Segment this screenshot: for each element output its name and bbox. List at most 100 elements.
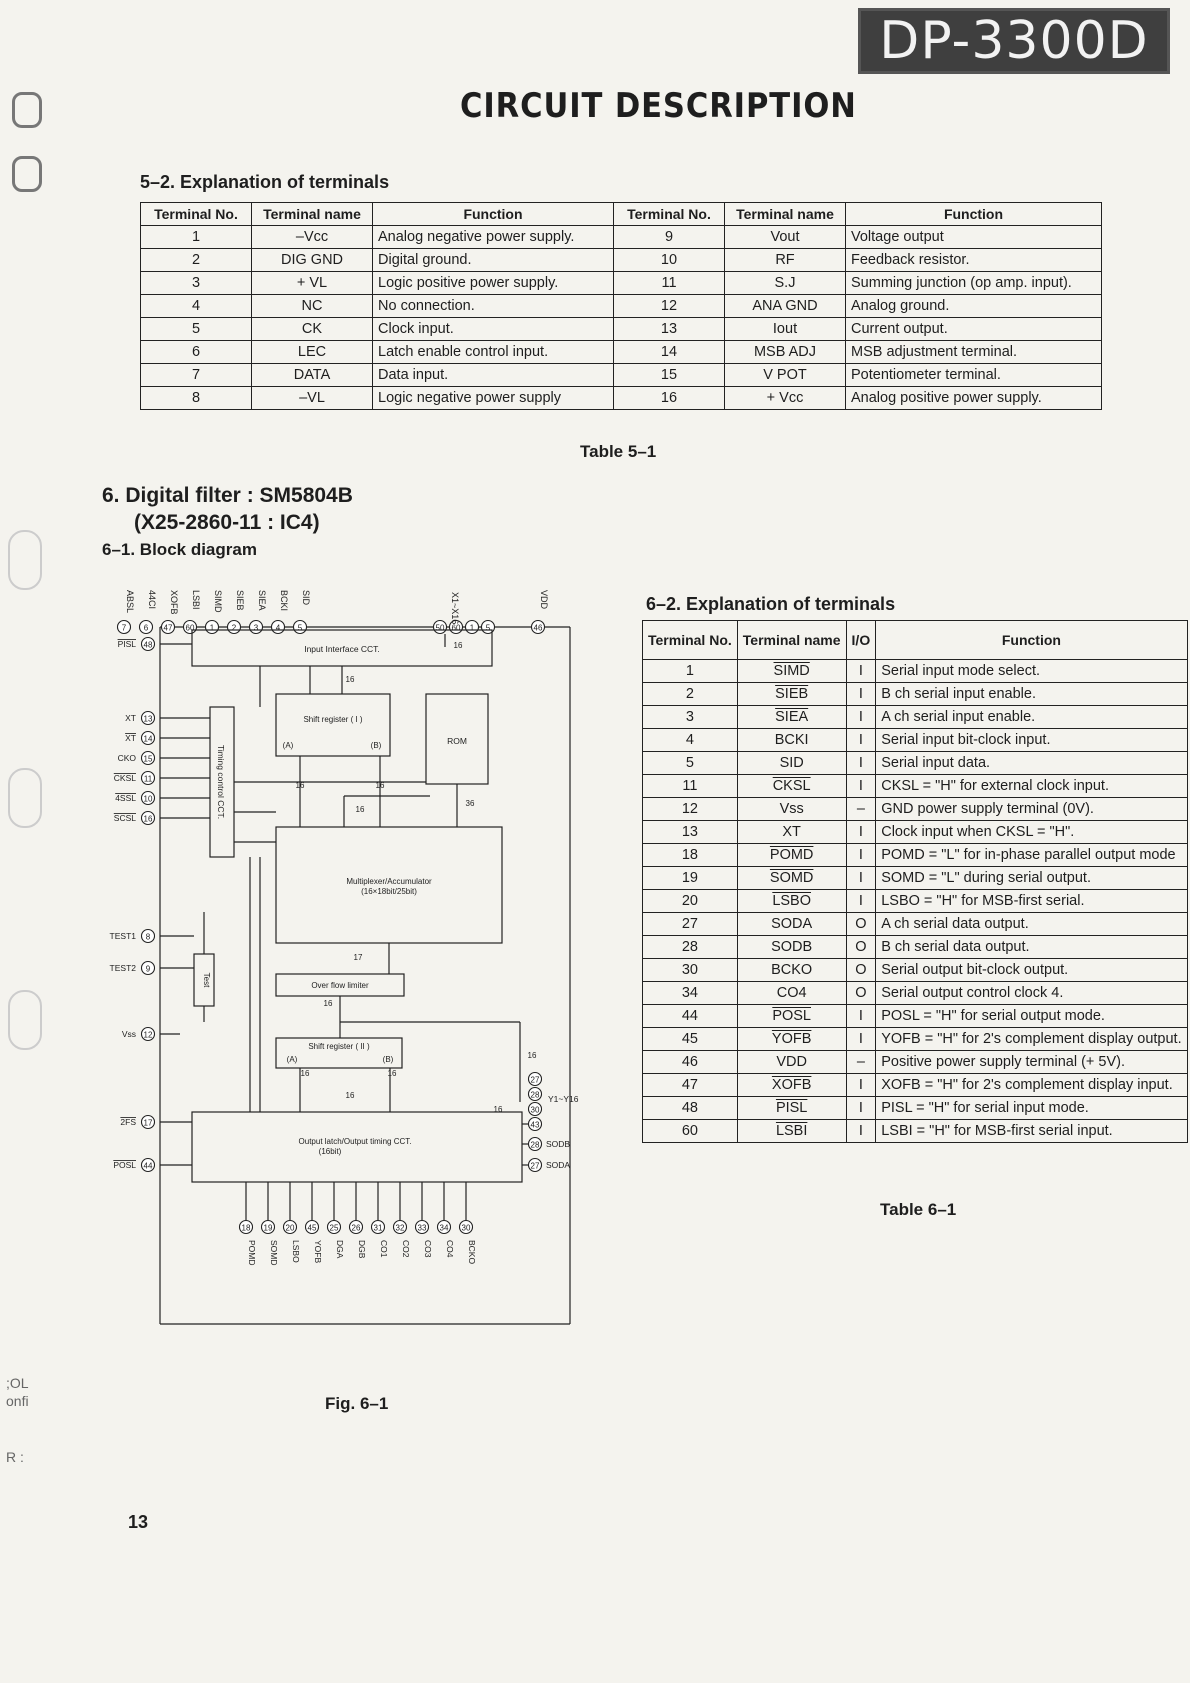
top-pin-label: ABSL [125, 590, 135, 613]
multiplexer-label: Multiplexer/Accumulator [346, 877, 432, 886]
table-cell: B ch serial input enable. [875, 682, 1188, 706]
top-pin-number: 7 [122, 624, 127, 633]
left-pin-number-circle [140, 636, 156, 652]
left-pin-number-circle [140, 810, 156, 826]
top-bus-pin: 5 [486, 624, 491, 633]
right-pin-number: 27 [531, 1162, 540, 1171]
section-6-1-heading: 6–1. Block diagram [102, 540, 257, 559]
bottom-pin-label: BCKO [467, 1240, 477, 1264]
table-cell: LSBO = "H" for MSB-first serial. [875, 889, 1188, 913]
table-cell: SOMD = "L" during serial output. [875, 866, 1188, 890]
table-cell: I [845, 682, 877, 706]
table-cell: –Vcc [251, 225, 373, 249]
table-cell: B ch serial data output. [875, 935, 1188, 959]
shift-register-2-block [275, 1037, 403, 1069]
test-label: Test [202, 973, 211, 988]
left-pin-number-circle [140, 1114, 156, 1130]
bottom-pin-number-circle [414, 1219, 430, 1235]
table-cell: MSB adjustment terminal. [845, 340, 1102, 364]
table-cell: PISL = "H" for serial input mode. [875, 1096, 1188, 1120]
multiplexer-sub-label: (16×18bit/25bit) [361, 887, 417, 896]
table-cell: MSB ADJ [724, 340, 846, 364]
table-cell: I [845, 1004, 877, 1028]
left-pin-number-circle [140, 928, 156, 944]
right-pin-number-circle [527, 1086, 543, 1102]
table-cell: 5 [642, 751, 738, 775]
output-latch-label: Output latch/Output timing CCT. [299, 1137, 412, 1146]
table-cell: Serial output control clock 4. [875, 981, 1188, 1005]
left-pin-number: 13 [144, 715, 153, 724]
left-pin-number: 12 [144, 1031, 153, 1040]
bottom-pin-label: CO1 [379, 1240, 389, 1258]
punch-hole-icon [8, 768, 42, 828]
table-cell: Iout [724, 317, 846, 341]
table-cell: 13 [613, 317, 725, 341]
section-5-2-heading: 5–2. Explanation of terminals [140, 172, 390, 192]
column-header: Terminal No. [642, 620, 738, 660]
table-cell: 9 [613, 225, 725, 249]
shift-register-1-block [275, 693, 391, 757]
table-cell: SIMD [736, 659, 847, 683]
left-pin-label: PISL [118, 639, 137, 649]
table-cell: 1 [642, 659, 738, 683]
bottom-pin-number: 32 [396, 1224, 405, 1233]
table-cell: I [845, 820, 877, 844]
bottom-pin-label: POMD [247, 1240, 257, 1266]
table-cell: O [845, 935, 877, 959]
top-pin-label: 44CI [147, 590, 157, 609]
top-pin-number: 2 [232, 624, 237, 633]
y-bus-label: Y1~Y16 [548, 1094, 579, 1104]
bottom-pin-number-circle [458, 1219, 474, 1235]
bus-width-label: 16 [528, 1051, 537, 1060]
bus-width-label: 17 [354, 953, 363, 962]
table-cell: SID [736, 751, 847, 775]
punch-hole-icon [8, 530, 42, 590]
column-header: Terminal name [736, 620, 847, 660]
rom-label: ROM [447, 736, 467, 746]
top-pin-label: SID [301, 590, 311, 606]
table-cell: 15 [613, 363, 725, 387]
table-cell: I [845, 1096, 877, 1120]
margin-fragment: R : [6, 1449, 24, 1465]
table-cell: 48 [642, 1096, 738, 1120]
table-cell: POMD [736, 843, 847, 867]
bottom-pin-number: 45 [308, 1224, 317, 1233]
table-cell: Serial input bit-clock input. [875, 728, 1188, 752]
left-pin-label: 4SSL [115, 793, 136, 803]
table-cell: I [845, 843, 877, 867]
table-cell: Feedback resistor. [845, 248, 1102, 272]
left-pin-label: TEST1 [110, 931, 137, 941]
table-cell: BCKI [736, 728, 847, 752]
table-cell: 11 [642, 774, 738, 798]
table-6-1-caption: Table 6–1 [880, 1200, 957, 1219]
bus-width-label: 16 [494, 1105, 503, 1114]
table-cell: XOFB = "H" for 2's complement display in… [875, 1073, 1188, 1097]
vdd-label: VDD [539, 590, 549, 610]
table-cell: LSBO [736, 889, 847, 913]
table-cell: RF [724, 248, 846, 272]
table-cell: DIG GND [251, 248, 373, 272]
table-cell: 47 [642, 1073, 738, 1097]
right-pin-number: 30 [531, 1106, 540, 1115]
top-bus-label: X1~X16 [450, 592, 460, 624]
top-bus-pin: 1 [470, 624, 475, 633]
bottom-pin-label: YOFB [313, 1240, 323, 1263]
bottom-pin-number: 26 [352, 1224, 361, 1233]
left-pin-number: 16 [144, 815, 153, 824]
bottom-pin-number-circle [304, 1219, 320, 1235]
column-header: Terminal name [251, 202, 373, 226]
table-cell: + VL [251, 271, 373, 295]
top-pin-label: LSBI [191, 590, 201, 610]
table-cell: 2 [642, 682, 738, 706]
table-cell: GND power supply terminal (0V). [875, 797, 1188, 821]
top-pin-label: BCKI [279, 590, 289, 611]
